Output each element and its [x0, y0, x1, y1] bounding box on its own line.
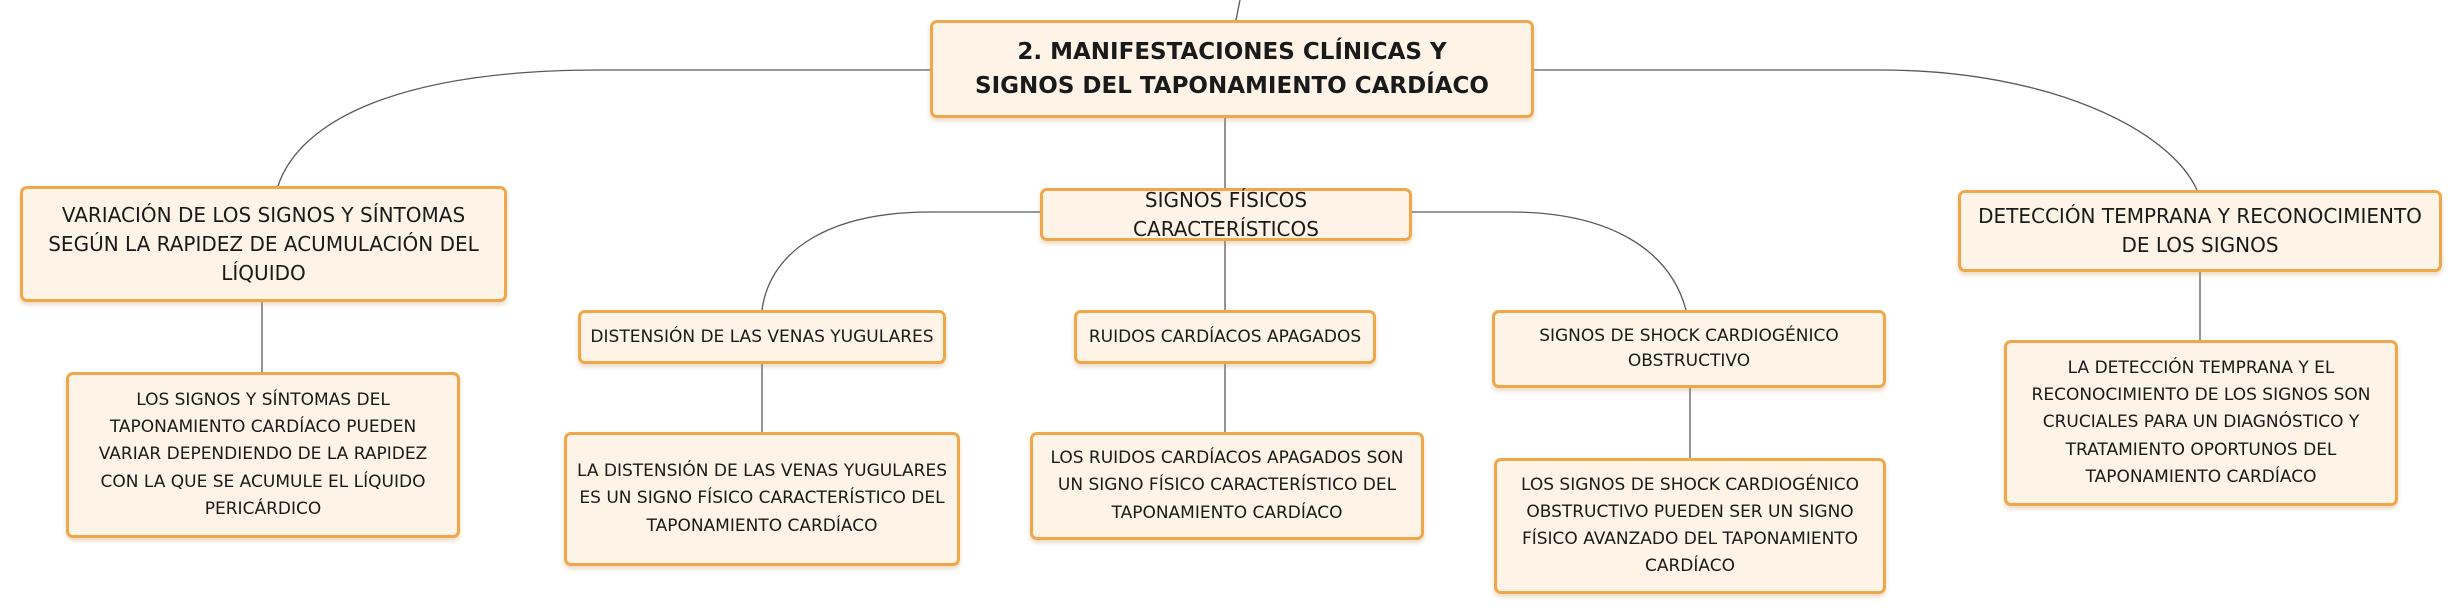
subtopic-jugular-label: DISTENSIÓN DE LAS VENAS YUGULARES	[590, 326, 934, 347]
detail-variation-text: LOS SIGNOS Y SÍNTOMAS DEL TAPONAMIENTO C…	[98, 390, 428, 519]
connector-physical-jugular	[761, 211, 1040, 311]
connector-root-detection	[1534, 69, 2198, 191]
topic-variation-label: VARIACIÓN DE LOS SIGNOS Y SÍNTOMAS SEGÚN…	[48, 202, 479, 285]
subtopic-shock[interactable]: SIGNOS DE SHOCK CARDIOGÉNICO OBSTRUCTIVO	[1492, 310, 1886, 388]
detail-early-detection-text: LA DETECCIÓN TEMPRANA Y EL RECONOCIMIENT…	[2031, 358, 2371, 487]
detail-heart-sounds-text: LOS RUIDOS CARDÍACOS APAGADOS SON UN SIG…	[1050, 448, 1404, 523]
topic-physical-signs[interactable]: SIGNOS FÍSICOS CARACTERÍSTICOS	[1040, 188, 1412, 241]
detail-early-detection[interactable]: LA DETECCIÓN TEMPRANA Y EL RECONOCIMIENT…	[2004, 340, 2398, 506]
topic-early-detection[interactable]: DETECCIÓN TEMPRANA Y RECONOCIMIENTO DE L…	[1958, 190, 2442, 272]
subtopic-heart-sounds-label: RUIDOS CARDÍACOS APAGADOS	[1088, 326, 1362, 347]
detail-heart-sounds[interactable]: LOS RUIDOS CARDÍACOS APAGADOS SON UN SIG…	[1030, 432, 1424, 540]
subtopic-jugular[interactable]: DISTENSIÓN DE LAS VENAS YUGULARES	[578, 310, 946, 364]
detail-variation[interactable]: LOS SIGNOS Y SÍNTOMAS DEL TAPONAMIENTO C…	[66, 372, 460, 538]
detail-jugular[interactable]: LA DISTENSIÓN DE LAS VENAS YUGULARES ES …	[564, 432, 960, 566]
topic-early-detection-label: DETECCIÓN TEMPRANA Y RECONOCIMIENTO DE L…	[1978, 204, 2422, 257]
topic-physical-signs-label: SIGNOS FÍSICOS CARACTERÍSTICOS	[1133, 187, 1319, 241]
root-topic[interactable]: 2. MANIFESTACIONES CLÍNICAS Y SIGNOS DEL…	[930, 20, 1534, 118]
topic-variation[interactable]: VARIACIÓN DE LOS SIGNOS Y SÍNTOMAS SEGÚN…	[20, 186, 507, 302]
root-topic-label: 2. MANIFESTACIONES CLÍNICAS Y SIGNOS DEL…	[975, 38, 1489, 100]
connector-physical-shock	[1412, 211, 1687, 311]
detail-shock-text: LOS SIGNOS DE SHOCK CARDIOGÉNICO OBSTRUC…	[1520, 474, 1860, 577]
connector-up-stub	[1235, 0, 1241, 21]
subtopic-shock-label: SIGNOS DE SHOCK CARDIOGÉNICO OBSTRUCTIVO	[1539, 326, 1839, 371]
detail-jugular-text: LA DISTENSIÓN DE LAS VENAS YUGULARES ES …	[576, 461, 948, 536]
detail-shock[interactable]: LOS SIGNOS DE SHOCK CARDIOGÉNICO OBSTRUC…	[1494, 458, 1886, 594]
connector-root-variation	[277, 69, 930, 187]
subtopic-heart-sounds[interactable]: RUIDOS CARDÍACOS APAGADOS	[1074, 310, 1376, 364]
